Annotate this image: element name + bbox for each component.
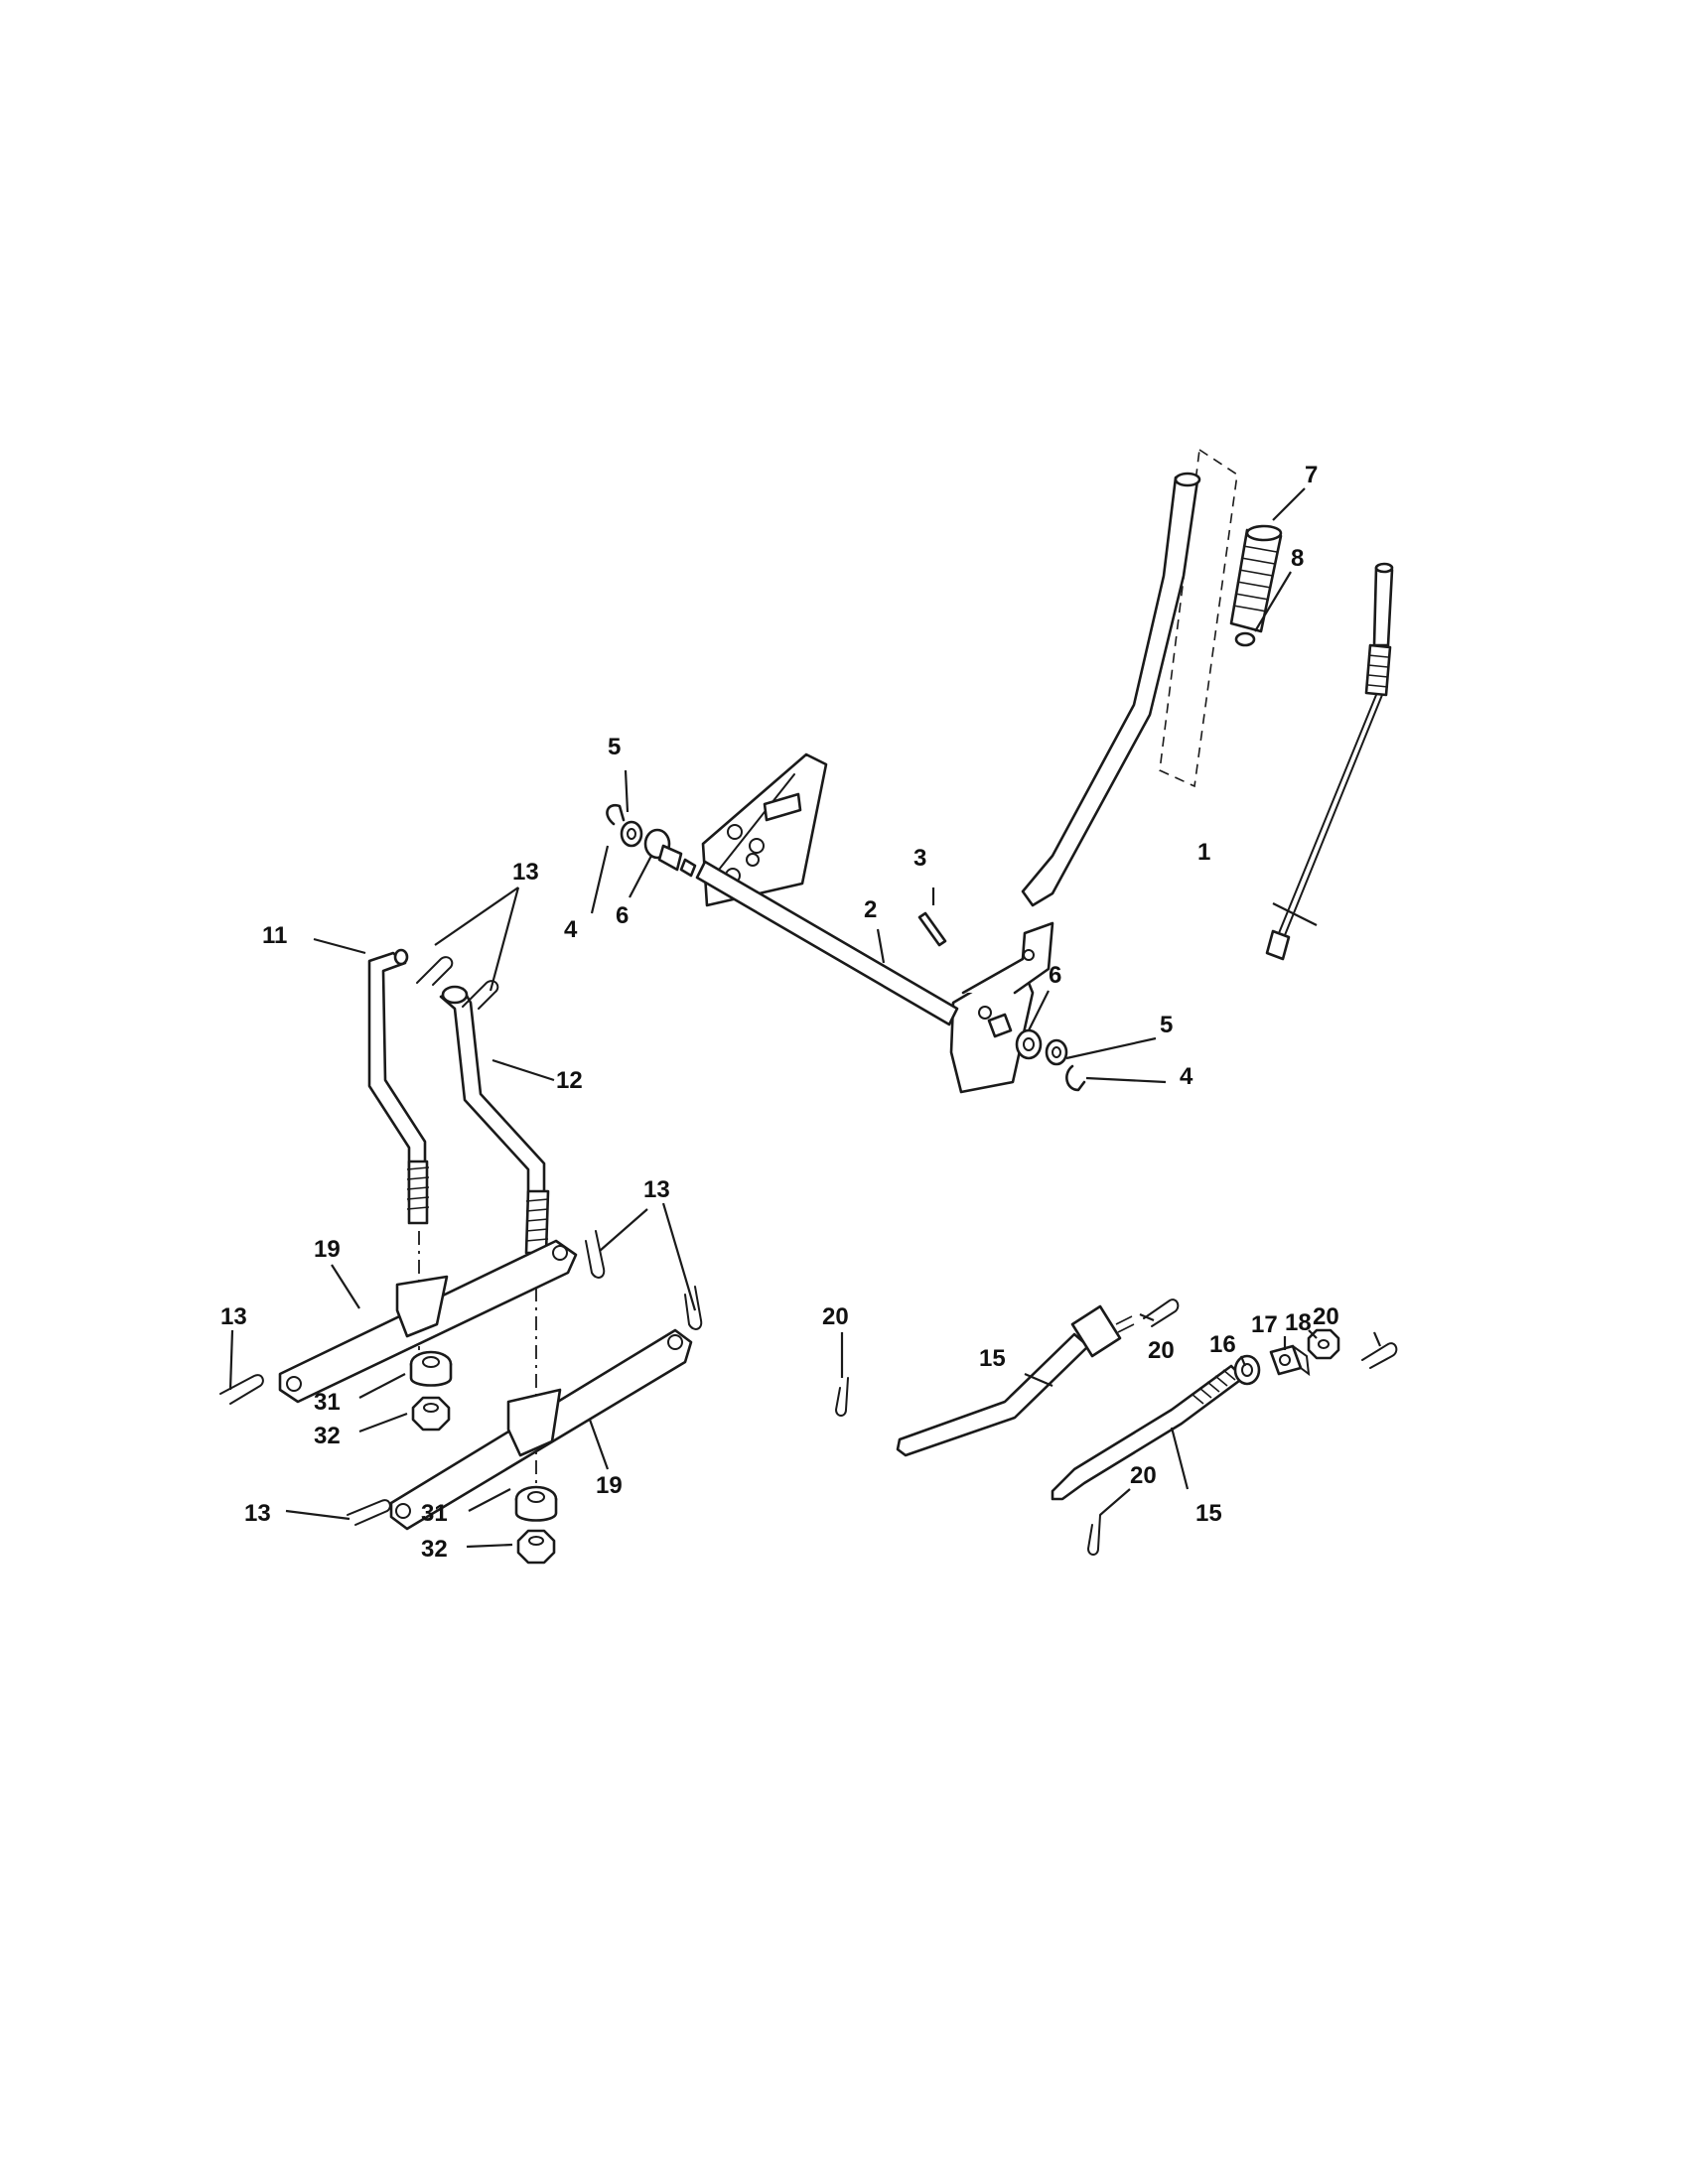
nut-upper bbox=[411, 1396, 451, 1432]
callout-6: 6 bbox=[1049, 962, 1061, 989]
pivot-plate bbox=[701, 752, 828, 907]
lift-link-11 bbox=[367, 948, 430, 1225]
lift-arm-lower bbox=[389, 1328, 693, 1531]
callout-4: 4 bbox=[564, 916, 578, 943]
callout-20: 20 bbox=[1130, 1462, 1157, 1489]
roll-pin bbox=[917, 911, 947, 947]
callout-5: 5 bbox=[1160, 1012, 1173, 1038]
hair-pin-20-d bbox=[1086, 1514, 1101, 1556]
hair-pin-13-f bbox=[347, 1499, 391, 1526]
left-retainer-clip bbox=[606, 803, 626, 826]
callout-19: 19 bbox=[596, 1472, 623, 1499]
callout-15: 15 bbox=[979, 1345, 1006, 1372]
callout-13: 13 bbox=[512, 859, 539, 886]
spacer-lower bbox=[514, 1485, 558, 1522]
callout-12: 12 bbox=[556, 1067, 583, 1094]
hair-pin-20-b bbox=[1143, 1298, 1180, 1327]
callout-20: 20 bbox=[1148, 1337, 1175, 1364]
cross-shaft bbox=[695, 860, 959, 1026]
left-washer bbox=[620, 820, 643, 848]
hair-pin-13-c bbox=[585, 1230, 606, 1279]
callout-31: 31 bbox=[421, 1500, 448, 1527]
callout-labels: 1 2 3 4 4 5 5 6 6 7 8 11 12 13 13 13 13 … bbox=[220, 462, 1339, 1563]
callout-17: 17 bbox=[1251, 1311, 1278, 1338]
spacer-upper bbox=[409, 1350, 453, 1387]
callout-13: 13 bbox=[643, 1176, 670, 1203]
callout-31: 31 bbox=[314, 1389, 341, 1416]
callout-16: 16 bbox=[1209, 1331, 1236, 1358]
lift-handle bbox=[949, 448, 1238, 1094]
callout-32: 32 bbox=[314, 1423, 341, 1449]
lift-rod-lower bbox=[1051, 1364, 1245, 1501]
callout-20: 20 bbox=[1313, 1303, 1339, 1330]
callout-11: 11 bbox=[262, 922, 287, 949]
callout-20: 20 bbox=[822, 1303, 849, 1330]
lift-rod-upper bbox=[896, 1304, 1135, 1457]
leader-lines bbox=[228, 487, 1382, 1549]
lift-link-12 bbox=[439, 985, 550, 1255]
adjuster-block bbox=[1269, 1344, 1311, 1377]
hair-pin-13-d bbox=[684, 1286, 703, 1330]
callout-5: 5 bbox=[608, 734, 621, 760]
callout-32: 32 bbox=[421, 1536, 448, 1563]
hair-pin-13-e bbox=[219, 1374, 264, 1405]
callout-15: 15 bbox=[1195, 1500, 1222, 1527]
callout-7: 7 bbox=[1305, 462, 1318, 488]
callout-1: 1 bbox=[1197, 839, 1210, 866]
hair-pin-20-c bbox=[1361, 1342, 1398, 1369]
callout-2: 2 bbox=[864, 896, 877, 923]
callout-4: 4 bbox=[1180, 1063, 1193, 1090]
right-washer bbox=[1045, 1038, 1068, 1066]
right-retainer-clip bbox=[1065, 1064, 1086, 1092]
hair-pin-13-a bbox=[416, 956, 454, 986]
hair-pin-13-b bbox=[462, 980, 499, 1010]
callout-6: 6 bbox=[616, 902, 629, 929]
handle-grip bbox=[1229, 524, 1283, 633]
callout-19: 19 bbox=[314, 1236, 341, 1263]
lift-arm-upper bbox=[278, 1239, 578, 1404]
adjustment-rod bbox=[1265, 562, 1394, 961]
handle-plug bbox=[1234, 631, 1256, 647]
callout-13: 13 bbox=[220, 1303, 247, 1330]
nut-lower bbox=[516, 1529, 556, 1565]
hair-pin-20-a bbox=[834, 1377, 849, 1417]
callout-13: 13 bbox=[244, 1500, 271, 1527]
adjuster-washer bbox=[1233, 1354, 1261, 1386]
callout-18: 18 bbox=[1285, 1309, 1312, 1336]
right-bushing bbox=[987, 1013, 1043, 1060]
left-bushing bbox=[643, 828, 697, 878]
callout-3: 3 bbox=[913, 845, 926, 872]
callout-8: 8 bbox=[1291, 545, 1304, 572]
